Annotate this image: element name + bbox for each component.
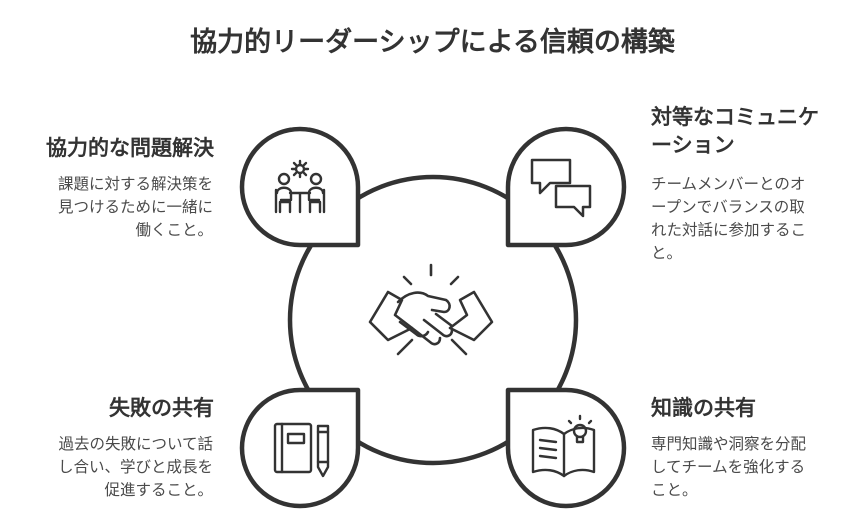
heading-problem-solving: 協力的な問題解決 xyxy=(46,136,214,160)
badge-top-right xyxy=(505,126,627,248)
desc-problem-solving: 課題に対する解決策を 見つけるために一緒に 働くこと。 xyxy=(57,175,213,239)
center-circle xyxy=(287,174,579,466)
book-lightbulb-icon xyxy=(531,414,596,478)
heading-failure-sharing: 失敗の共有 xyxy=(109,396,214,420)
notebook-pencil-icon xyxy=(273,422,330,478)
badge-bottom-right xyxy=(505,387,627,509)
heading-knowledge-sharing: 知識の共有 xyxy=(651,396,756,420)
badge-bottom-left xyxy=(239,387,361,509)
desc-failure-sharing: 過去の失敗について話 し合い、学びと成長を 促進すること。 xyxy=(57,435,213,499)
desc-equal-communication: チームメンバーとのオ ープンでバランスの取 れた対話に参加するこ と。 xyxy=(651,175,807,262)
page-title: 協力的リーダーシップによる信頼の構築 xyxy=(190,27,675,58)
badge-top-left xyxy=(239,126,361,248)
heading-equal-communication: 対等なコミュニケ ーション xyxy=(651,105,819,157)
desc-knowledge-sharing: 専門知識や洞察を分配 してチームを強化する こと。 xyxy=(651,435,807,499)
handshake-icon xyxy=(368,263,494,356)
speech-bubbles-icon xyxy=(530,158,592,218)
team-collaboration-icon xyxy=(274,159,326,214)
